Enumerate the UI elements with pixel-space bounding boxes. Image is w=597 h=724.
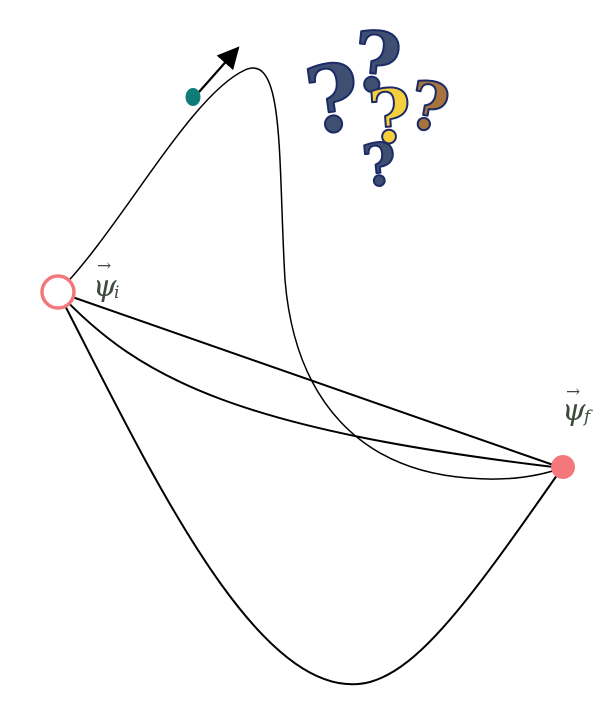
path-deep — [57, 291, 563, 686]
walker-dot-icon — [185, 88, 201, 106]
direction-arrow-icon — [198, 46, 240, 93]
question-mark-icon: ? — [359, 129, 400, 200]
question-marks-icon: ? ? ? ? ? — [298, 12, 456, 202]
question-mark-icon: ? — [366, 73, 415, 162]
svg-text:→: → — [566, 382, 580, 402]
svg-text:i: i — [114, 283, 119, 303]
initial-state-label: → ψ i — [93, 256, 119, 304]
svg-text:→: → — [97, 256, 111, 276]
svg-text:ψ: ψ — [93, 269, 117, 304]
final-state-label: → ψ f — [562, 382, 593, 428]
final-state-marker — [551, 455, 575, 479]
svg-text:ψ: ψ — [562, 393, 586, 428]
question-mark-icon: ? — [348, 13, 406, 113]
path-curved — [57, 291, 563, 469]
path-exploratory — [57, 67, 563, 480]
svg-text:f: f — [582, 407, 593, 427]
path-straight — [57, 291, 563, 469]
initial-state-marker — [40, 274, 76, 310]
